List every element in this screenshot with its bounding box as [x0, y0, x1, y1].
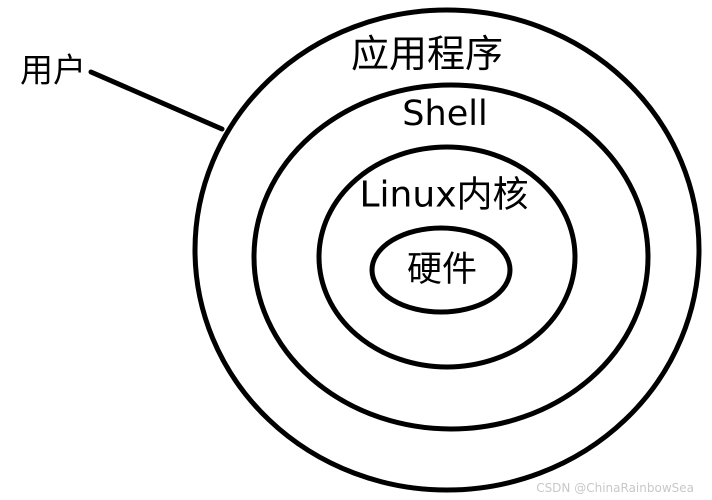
watermark: CSDN @ChinaRainbowSea [536, 481, 694, 495]
kernel-ring [316, 144, 578, 370]
user-pointer-line [88, 69, 225, 132]
shell-ring [251, 82, 651, 432]
user-label: 用户 [20, 51, 86, 90]
hardware-ring [369, 225, 513, 315]
kernel-label: Linux内核 [360, 175, 529, 216]
applications-label: 应用程序 [351, 32, 503, 76]
applications-ring [192, 7, 702, 493]
shell-label: Shell [402, 94, 487, 134]
hardware-label: 硬件 [407, 250, 477, 290]
